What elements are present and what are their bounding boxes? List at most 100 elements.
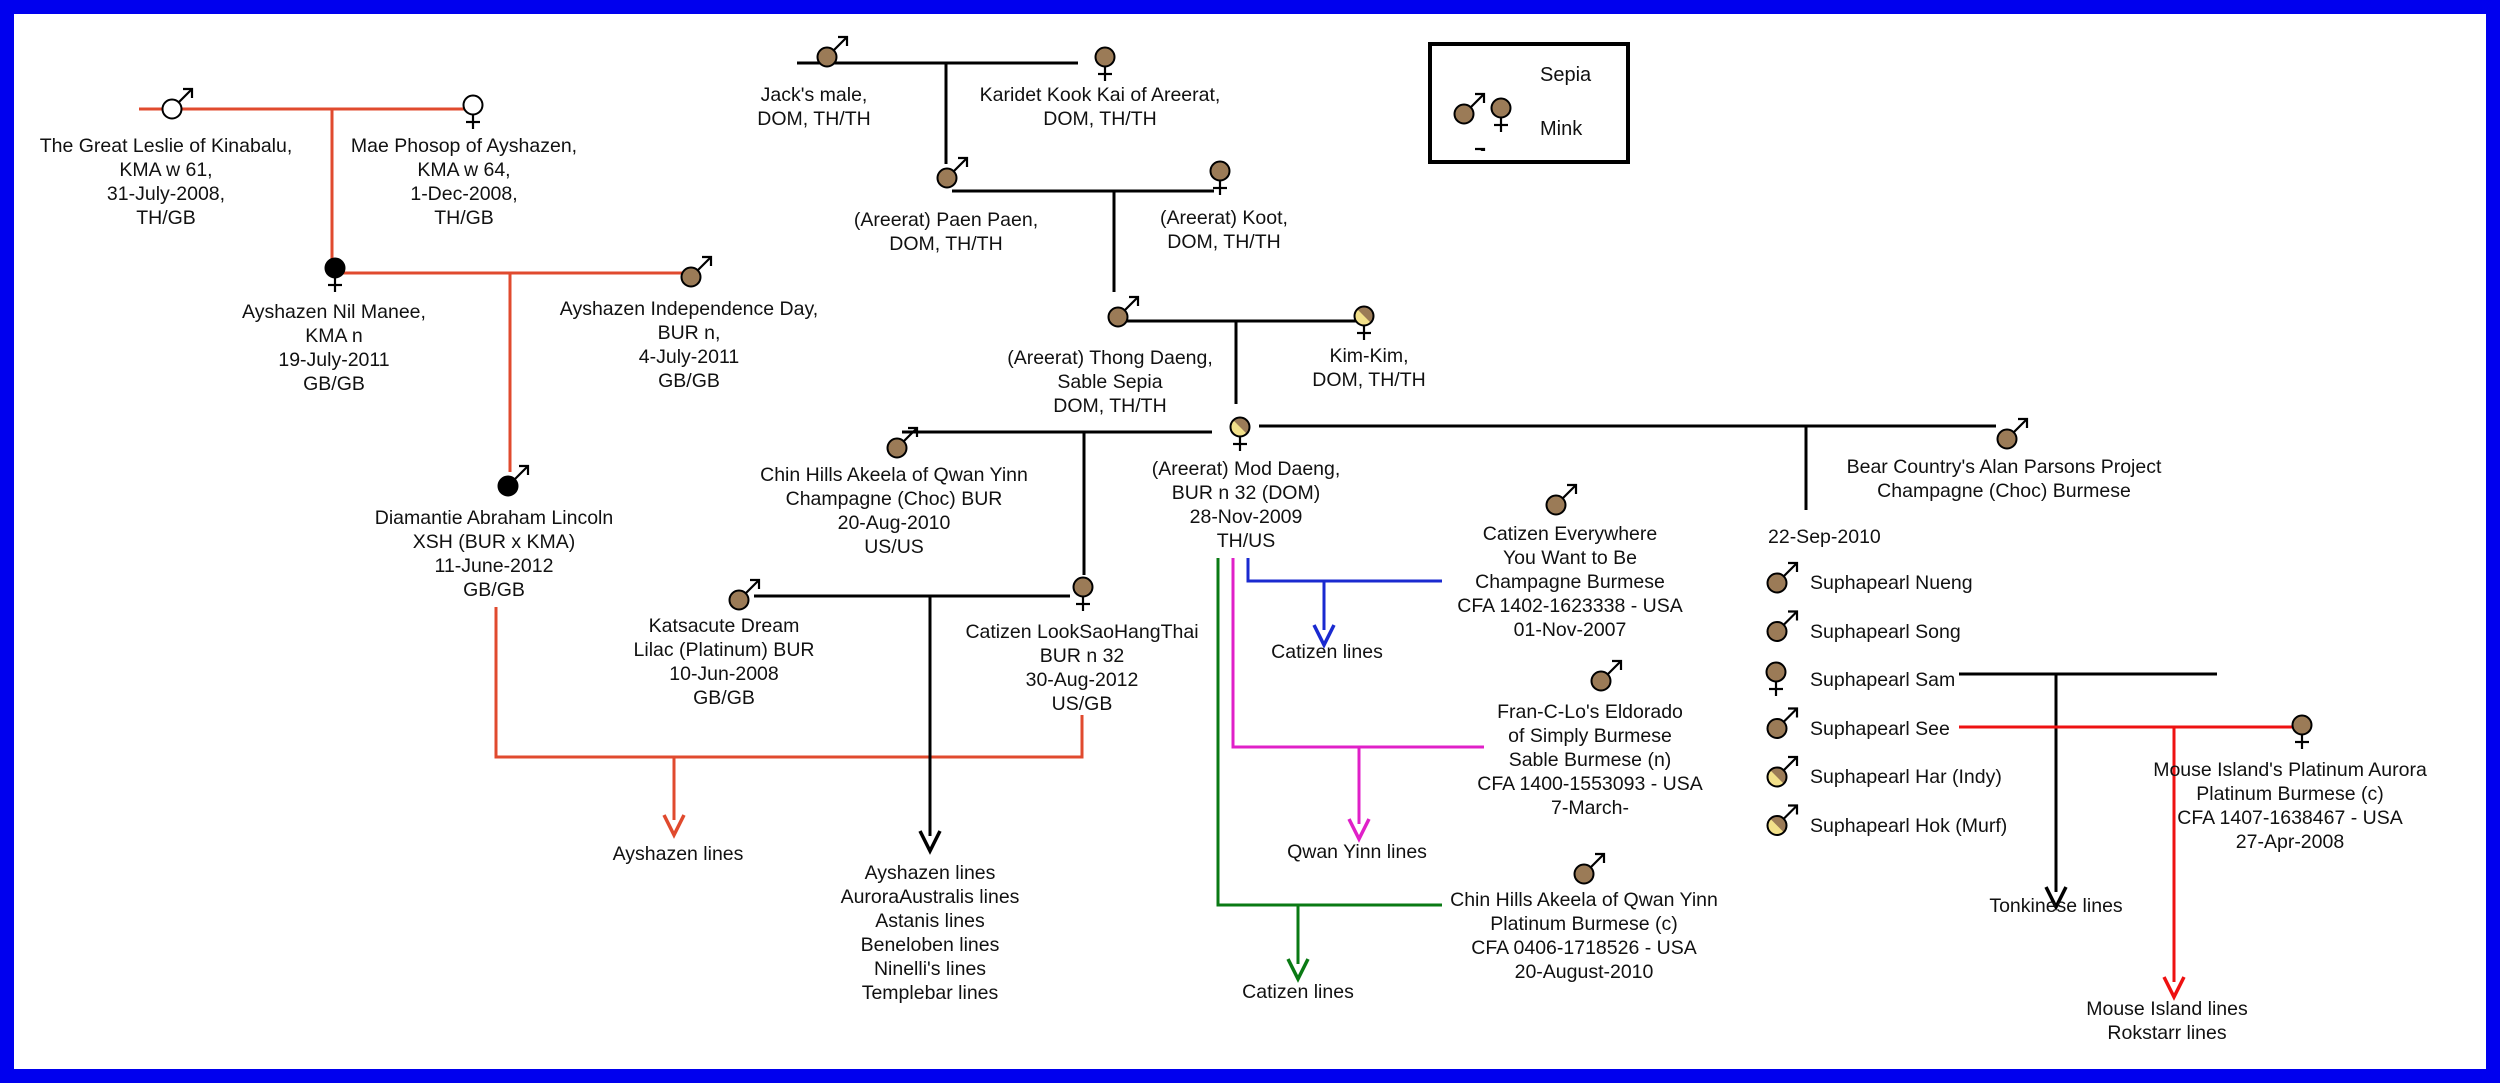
male-black-icon	[497, 464, 530, 497]
look-sao-hang-thai-label-line: Catizen LookSaoHangThai	[965, 621, 1199, 643]
independence-day-label-line: GB/GB	[658, 370, 720, 392]
abraham-lincoln-label-line: Diamantie Abraham Lincoln	[374, 507, 614, 529]
mae-phosop-label-line: TH/GB	[434, 207, 494, 229]
independence-day-label-line: BUR n,	[657, 322, 721, 344]
eldorado-label-line: Sable Burmese (n)	[1508, 749, 1672, 771]
katsacute-dream-label-line: 10-Jun-2008	[669, 663, 779, 685]
male-sepia-icon	[936, 156, 969, 189]
katsacute-dream-label-line: Lilac (Platinum) BUR	[633, 639, 815, 661]
female-sepia-icon	[1094, 46, 1116, 81]
couple-line-catizen-everywhere	[1246, 558, 1442, 583]
litter-date: 22-Sep-2010	[1768, 526, 1881, 548]
akeela-platinum-label-line: Chin Hills Akeela of Qwan Yinn	[1450, 889, 1718, 911]
arrow-catizen-green	[1286, 958, 1310, 983]
multi-lines-label-line: Beneloben lines	[860, 934, 1000, 956]
eldorado-label-line: CFA 1400-1553093 - USA	[1477, 773, 1703, 795]
arrow-ayshazen-lines	[662, 814, 686, 839]
mod-daeng-label: (Areerat) Mod Daeng,BUR n 32 (DOM)28-Nov…	[1152, 457, 1341, 553]
legend-male-sepia-icon	[1453, 92, 1486, 125]
kim-kim-label-line: Kim-Kim,	[1329, 345, 1409, 367]
leslie-label-line: KMA w 61,	[119, 159, 213, 181]
paen-paen-label-line: DOM, TH/TH	[889, 233, 1003, 255]
male-sepia-icon	[1590, 659, 1623, 692]
platinum-aurora-label-line: CFA 1407-1638467 - USA	[2177, 807, 2403, 829]
kitten-mink-male-icon	[1766, 755, 1799, 788]
eldorado-label-line: Fran-C-Lo's Eldorado	[1497, 701, 1683, 723]
koot-label-line: DOM, TH/TH	[1167, 231, 1281, 253]
male-sepia-icon	[1573, 852, 1606, 885]
leslie-label-line: The Great Leslie of Kinabalu,	[39, 135, 293, 157]
arrow-tonkinese-lines	[2044, 886, 2068, 911]
leslie-label-line: TH/GB	[136, 207, 196, 229]
mod-daeng-label-line: BUR n 32 (DOM)	[1171, 482, 1321, 504]
female-sepia-icon	[2291, 714, 2313, 749]
independence-day-label-line: Ayshazen Independence Day,	[559, 298, 819, 320]
kitten-name: Suphapearl Song	[1810, 620, 1961, 643]
qwan-yinn-lines-label: Qwan Yinn lines	[1287, 840, 1427, 864]
kitten-sepia-female-icon	[1765, 661, 1787, 696]
tonkinese-lines-label-line: Tonkinese lines	[1989, 895, 2123, 917]
male-sepia-icon	[1107, 295, 1140, 328]
male-sepia-icon	[680, 255, 713, 288]
platinum-aurora-label-line: Platinum Burmese (c)	[2196, 783, 2384, 805]
akeela-choc-label-line: Chin Hills Akeela of Qwan Yinn	[760, 464, 1028, 486]
legend-female-sepia-icon	[1490, 97, 1512, 132]
akeela-choc-label-line: Champagne (Choc) BUR	[785, 488, 1003, 510]
abraham-lincoln-label-line: 11-June-2012	[434, 555, 554, 577]
female-mink-icon	[1229, 416, 1251, 451]
mae-phosop-label: Mae Phosop of Ayshazen,KMA w 64,1-Dec-20…	[351, 134, 577, 230]
female-sepia-icon	[1209, 160, 1231, 195]
mod-daeng-label-line: (Areerat) Mod Daeng,	[1151, 458, 1341, 480]
ayshazen-lines-label-line: Ayshazen lines	[612, 843, 744, 865]
male-sepia-icon	[728, 578, 761, 611]
koot-label: (Areerat) Koot,DOM, TH/TH	[1160, 206, 1288, 254]
look-sao-hang-thai-label-line: 30-Aug-2012	[1025, 669, 1139, 691]
catizen-everywhere-label-line: 01-Nov-2007	[1513, 619, 1627, 641]
catizen-everywhere-label-line: CFA 1402-1623338 - USA	[1457, 595, 1683, 617]
couple-line-akeela-platinum	[1216, 558, 1442, 907]
arrow-mouse-island-lines	[2162, 976, 2186, 1001]
platinum-aurora-label-line: 27-Apr-2008	[2235, 831, 2345, 853]
mae-phosop-label-line: 1-Dec-2008,	[410, 183, 518, 205]
ayshazen-lines-label: Ayshazen lines	[613, 842, 744, 866]
legend-male-mink-icon	[1475, 147, 1486, 151]
catizen-everywhere-label-line: Catizen Everywhere	[1482, 523, 1658, 545]
arrow-multi-lines	[918, 830, 942, 855]
akeela-choc-label-line: 20-Aug-2010	[837, 512, 951, 534]
multi-lines-label-line: AuroraAustralis lines	[840, 886, 1020, 908]
female-sepia-icon	[1072, 576, 1094, 611]
independence-day-label-line: 4-July-2011	[638, 346, 740, 368]
multi-lines-label-line: Ninelli's lines	[873, 958, 987, 980]
thong-daeng-label-line: Sable Sepia	[1057, 371, 1163, 393]
jacks-male-label-line: Jack's male,	[760, 84, 868, 106]
platinum-aurora-label-line: Mouse Island's Platinum Aurora	[2153, 759, 2427, 781]
connector-lines	[139, 35, 2313, 1001]
katsacute-dream-label-line: GB/GB	[693, 687, 755, 709]
kitten-name: Suphapearl Sam	[1810, 669, 1956, 691]
kitten-sepia-male-icon	[1766, 561, 1799, 594]
alan-parsons-label-line: Champagne (Choc) Burmese	[1877, 480, 2131, 502]
jacks-male-label-line: DOM, TH/TH	[757, 108, 871, 130]
nil-manee-label-line: GB/GB	[303, 373, 365, 395]
karidet-kook-kai-label-line: DOM, TH/TH	[1043, 108, 1157, 130]
catizen-lines-green-label: Catizen lines	[1242, 980, 1354, 1004]
alan-parsons-label-line: Bear Country's Alan Parsons Project	[1846, 456, 2162, 478]
koot-label-line: (Areerat) Koot,	[1160, 207, 1288, 229]
akeela-platinum-label-line: Platinum Burmese (c)	[1490, 913, 1678, 935]
abraham-lincoln-label-line: XSH (BUR x KMA)	[412, 531, 576, 553]
male-white-icon	[161, 87, 194, 120]
legend-sepia-label: Sepia	[1540, 64, 1592, 86]
akeela-choc-label-line: US/US	[864, 536, 924, 558]
paen-paen-label: (Areerat) Paen Paen,DOM, TH/TH	[854, 208, 1038, 256]
kitten-name: Suphapearl See	[1810, 717, 1950, 740]
male-sepia-icon	[886, 426, 919, 459]
paen-paen-label-line: (Areerat) Paen Paen,	[853, 209, 1039, 231]
